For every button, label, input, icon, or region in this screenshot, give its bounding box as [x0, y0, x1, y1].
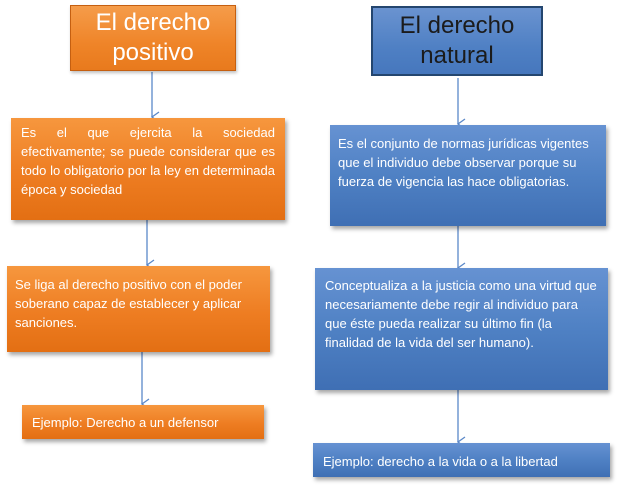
box-positivo-definition: Es el que ejercita la sociedad efectivam…	[11, 118, 285, 220]
box-natural-definition: Es el conjunto de normas jurídicas vigen…	[330, 125, 606, 226]
box-positivo-sanciones-text: Se liga al derecho positivo con el poder…	[15, 277, 242, 330]
title-derecho-positivo-label: El derecho positivo	[95, 9, 211, 66]
box-positivo-ejemplo-text: Ejemplo: Derecho a un defensor	[32, 415, 219, 430]
box-positivo-definition-text: Es el que ejercita la sociedad efectivam…	[21, 125, 275, 197]
title-derecho-positivo: El derecho positivo	[70, 5, 236, 71]
box-positivo-sanciones: Se liga al derecho positivo con el poder…	[7, 266, 270, 352]
box-natural-ejemplo: Ejemplo: derecho a la vida o a la libert…	[313, 443, 610, 477]
box-natural-justicia: Conceptualiza a la justicia como una vir…	[315, 268, 608, 390]
box-natural-definition-text: Es el conjunto de normas jurídicas vigen…	[338, 136, 589, 189]
title-derecho-natural-label: El derecho natural	[399, 12, 515, 69]
title-derecho-natural: El derecho natural	[371, 6, 543, 76]
box-positivo-ejemplo: Ejemplo: Derecho a un defensor	[22, 405, 264, 439]
box-natural-ejemplo-text: Ejemplo: derecho a la vida o a la libert…	[323, 454, 558, 469]
box-natural-justicia-text: Conceptualiza a la justicia como una vir…	[325, 278, 597, 350]
